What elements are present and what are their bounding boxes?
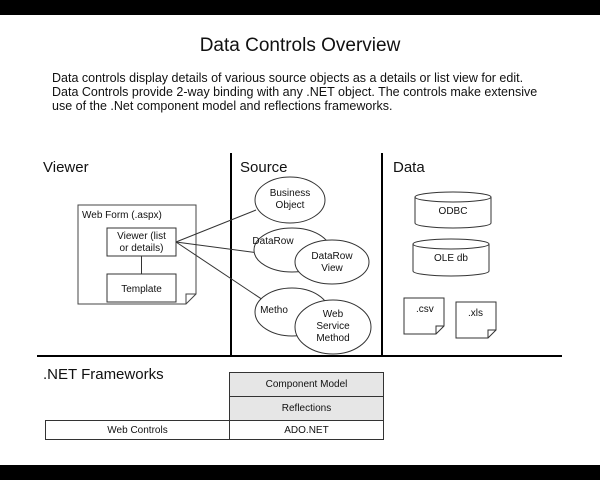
divider-source-data [381, 153, 383, 356]
datarow-view-label-line2: View [321, 263, 343, 274]
datarow-view-label-line1: DataRow [311, 251, 353, 262]
slide-title: Data Controls Overview [199, 35, 401, 56]
slide-description: Data controls display details of various… [52, 71, 538, 113]
reflections-layer: Reflections [229, 396, 384, 421]
business-object-label-line2: Object [276, 200, 305, 211]
odbc-label: ODBC [439, 206, 468, 217]
csv-file-icon [403, 297, 445, 335]
web-service-label-line3: Method [316, 333, 349, 344]
section-source: Source [240, 159, 288, 176]
xls-label: .xls [468, 308, 483, 319]
web-controls-layer: Web Controls [45, 420, 230, 440]
web-service-label-line1: Web [323, 309, 344, 320]
web-form-label: Web Form (.aspx) [82, 210, 162, 221]
web-service-method-ellipse [294, 299, 372, 355]
datarow-view-ellipse [294, 239, 370, 285]
web-controls-label: Web Controls [107, 424, 168, 436]
method-label: Metho [260, 305, 288, 316]
template-label: Template [121, 284, 162, 295]
divider-frameworks [37, 355, 562, 357]
datarow-label: DataRow [252, 236, 294, 247]
slide: Data Controls Overview Data controls dis… [0, 15, 600, 465]
oledb-label: OLE db [434, 253, 468, 264]
xls-file-icon [455, 301, 497, 339]
diagram-canvas: Web Form (.aspx) Viewer (list or details… [77, 176, 497, 355]
section-frameworks: .NET Frameworks [43, 366, 164, 383]
connector-business-object [175, 209, 257, 243]
section-viewer: Viewer [43, 159, 89, 176]
reflections-label: Reflections [281, 403, 332, 414]
ado-net-label: ADO.NET [284, 424, 329, 436]
oledb-cylinder [412, 238, 490, 277]
viewer-label-line2: or details) [120, 243, 164, 254]
business-object-label-line1: Business [270, 188, 311, 199]
divider-viewer-source [230, 153, 232, 356]
ado-net-layer: ADO.NET [229, 420, 384, 440]
odbc-cylinder [414, 191, 492, 229]
template-box [106, 273, 177, 303]
business-object-ellipse [254, 176, 326, 224]
section-data: Data [393, 159, 425, 176]
component-model-label: Component Model [265, 379, 348, 390]
csv-label: .csv [416, 304, 434, 315]
viewer-label-line1: Viewer (list [117, 231, 166, 242]
component-model-layer: Component Model [229, 372, 384, 397]
web-service-label-line2: Service [316, 321, 350, 332]
